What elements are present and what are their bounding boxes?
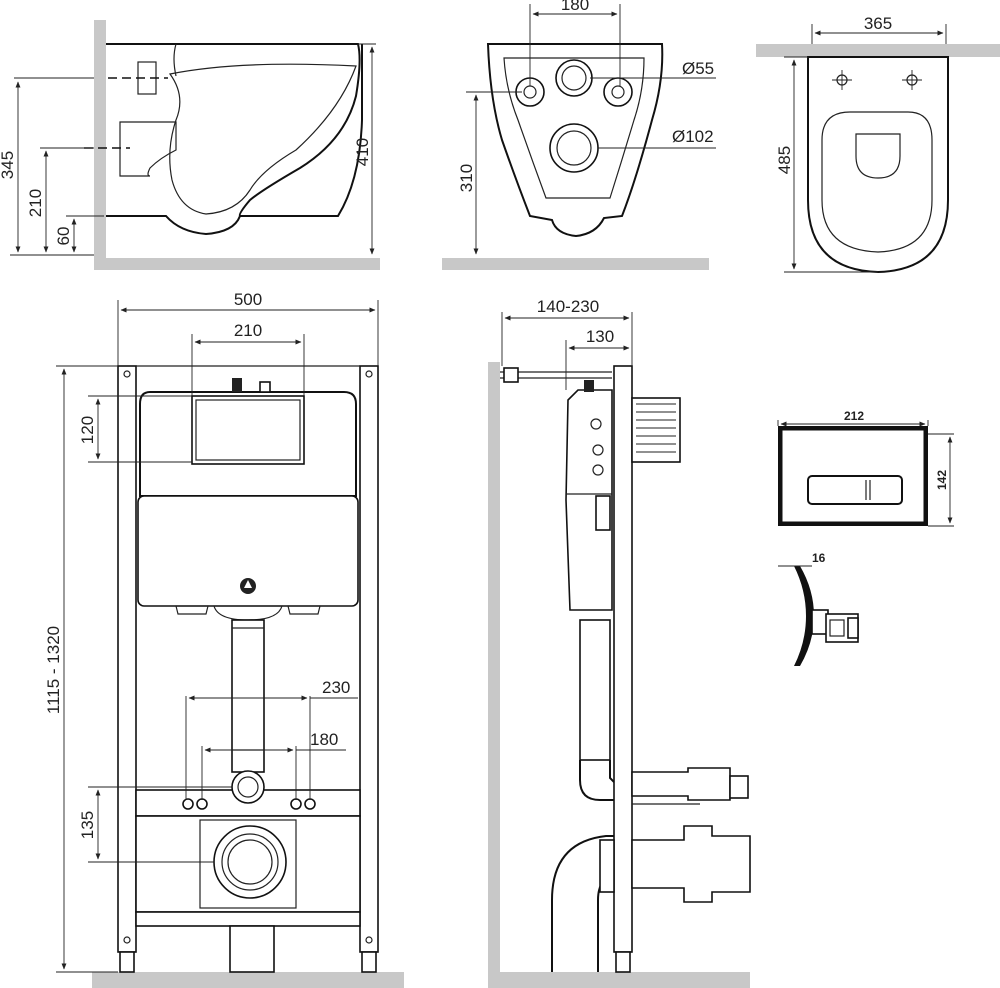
dim-130-label: 130 xyxy=(586,327,614,346)
toilet-front-side xyxy=(173,43,177,77)
dim-142-label: 142 xyxy=(935,470,949,490)
toilet-bowl-side xyxy=(106,43,363,217)
wall-plan xyxy=(756,44,1000,57)
dim-135-label: 135 xyxy=(78,811,97,839)
floor-rear xyxy=(442,258,709,270)
wall-frame-side xyxy=(488,362,500,988)
drain-outlet xyxy=(213,825,287,899)
dim-120-label: 120 xyxy=(78,416,97,444)
cistern-logo-icon xyxy=(240,578,256,594)
cistern-top xyxy=(139,391,357,497)
toilet-body-side xyxy=(106,215,241,236)
dim-d55-label: Ø55 xyxy=(682,59,714,78)
toilet-plan-seat xyxy=(821,111,933,253)
dim-310-label: 310 xyxy=(457,164,476,192)
flush-connector xyxy=(631,767,731,801)
dim-230-label: 230 xyxy=(322,678,350,697)
toilet-inner-side xyxy=(168,63,357,215)
flush-buttons xyxy=(807,475,903,505)
floor-side xyxy=(94,258,380,270)
flush-plate-opening xyxy=(191,395,305,465)
flush-plate-side-view: 16 xyxy=(778,551,859,666)
flush-plate-front-view: 212 142 xyxy=(777,409,954,527)
drain-connector xyxy=(631,825,751,903)
dim-345-label: 345 xyxy=(0,151,17,179)
floor-front xyxy=(92,972,404,988)
toilet-plan-outline xyxy=(807,56,949,274)
flush-pipe-outlet xyxy=(231,770,265,804)
dim-height-label: 1115 - 1320 xyxy=(44,626,63,714)
drain-bend xyxy=(551,835,614,972)
toilet-side-view: 345 210 60 410 xyxy=(0,20,380,270)
flush-pipe-side xyxy=(579,619,611,761)
flush-pipe xyxy=(231,619,265,773)
dim-d102-label: Ø102 xyxy=(672,127,714,146)
dim-410-label: 410 xyxy=(353,138,372,166)
dim-16-label: 16 xyxy=(812,551,826,565)
dim-365-label: 365 xyxy=(864,14,892,33)
drain-pipe-down xyxy=(229,925,275,973)
frame-foot-right xyxy=(361,951,377,973)
dim-180-top-label: 180 xyxy=(561,0,589,14)
plan-bolt-left xyxy=(832,70,852,90)
frame-foot-left xyxy=(119,951,135,973)
cistern-valve-left xyxy=(232,378,242,392)
wall-side xyxy=(94,20,106,270)
dim-180-front-label: 180 xyxy=(310,730,338,749)
dim-210-label: 210 xyxy=(26,189,45,217)
floor-frame-side xyxy=(488,972,750,988)
toilet-rear-outline xyxy=(486,43,664,238)
flush-bellows xyxy=(631,397,681,463)
dim-60-label: 60 xyxy=(54,227,73,246)
toilet-rear-inner xyxy=(503,57,645,199)
frame-side-view: 140-230 130 xyxy=(488,297,751,988)
frame-side-upright xyxy=(613,365,633,953)
toilet-plan-bowl xyxy=(855,133,901,179)
frame-crossbar-bottom xyxy=(135,911,361,927)
frame-front-view: 500 210 120 1115 - 1320 230 180 135 xyxy=(44,290,404,988)
outlet-side xyxy=(119,121,177,177)
toilet-rear-view: 180 Ø55 Ø102 310 xyxy=(442,0,716,270)
dim-485-label: 485 xyxy=(775,146,794,174)
plan-bolt-right xyxy=(902,70,922,90)
dim-212-label: 212 xyxy=(844,409,864,423)
frame-upright-right xyxy=(359,365,379,953)
toilet-plan-view: 365 485 xyxy=(756,14,1000,274)
rear-bolt-right xyxy=(603,77,633,107)
frame-upright-left xyxy=(117,365,137,953)
cistern-valve-right xyxy=(259,381,271,393)
dim-500-label: 500 xyxy=(234,290,262,309)
flush-plate-profile xyxy=(794,566,814,666)
dim-210-front-label: 210 xyxy=(234,321,262,340)
dim-140-230-label: 140-230 xyxy=(537,297,599,316)
